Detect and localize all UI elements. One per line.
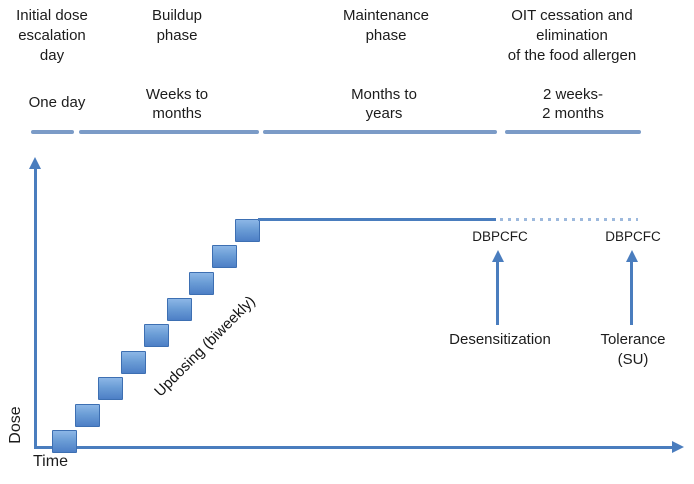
desensitization-arrow-line	[496, 261, 499, 325]
dose-step-square	[235, 218, 261, 242]
y-axis-line	[34, 168, 37, 449]
phase-title-maintenance: Maintenance phase	[343, 7, 429, 44]
phase-title-initial-dose-escalation: Initial dose escalation day	[16, 7, 88, 64]
x-axis-arrow-icon	[672, 441, 684, 453]
desensitization-label: Desensitization	[449, 331, 551, 348]
phase-bar-oit-cessation	[505, 130, 641, 134]
x-axis-label: Time	[33, 453, 68, 470]
y-axis-label: Dose	[7, 406, 24, 444]
dose-step-square	[189, 271, 215, 295]
phase-duration-2-weeks-2-months: 2 weeks- 2 months	[542, 86, 604, 122]
phase-bar-maintenance	[263, 130, 497, 134]
dbpcfc-label-tolerance: DBPCFC	[605, 229, 661, 244]
cessation-dotted-line	[500, 218, 638, 221]
phase-duration-weeks-to-months: Weeks to months	[145, 86, 209, 122]
maintenance-dose-line	[258, 218, 496, 221]
phase-bar-initial-dose	[31, 130, 74, 134]
x-axis-line	[34, 446, 674, 449]
phase-title-oit-cessation: OIT cessation and elimination of the foo…	[507, 7, 637, 64]
phase-duration-one-day: One day	[28, 94, 86, 111]
phase-title-buildup: Buildup phase	[151, 7, 203, 44]
tolerance-arrow-line	[630, 261, 633, 325]
tolerance-su-label: Tolerance (SU)	[600, 331, 666, 368]
dose-step-square	[74, 403, 100, 427]
dose-step-square	[166, 298, 192, 321]
dose-step-square	[212, 245, 238, 269]
phase-duration-months-to-years: Months to years	[351, 86, 417, 122]
dose-step-square	[120, 350, 146, 374]
desensitization-arrow-icon	[491, 250, 504, 262]
dose-step-square	[97, 377, 123, 401]
phase-bar-buildup	[79, 130, 259, 134]
y-axis-arrow-icon	[29, 157, 41, 169]
tolerance-arrow-icon	[625, 250, 638, 262]
dose-step-square	[143, 324, 169, 348]
dose-step-square	[52, 430, 77, 453]
dbpcfc-label-desensitization: DBPCFC	[472, 229, 528, 244]
